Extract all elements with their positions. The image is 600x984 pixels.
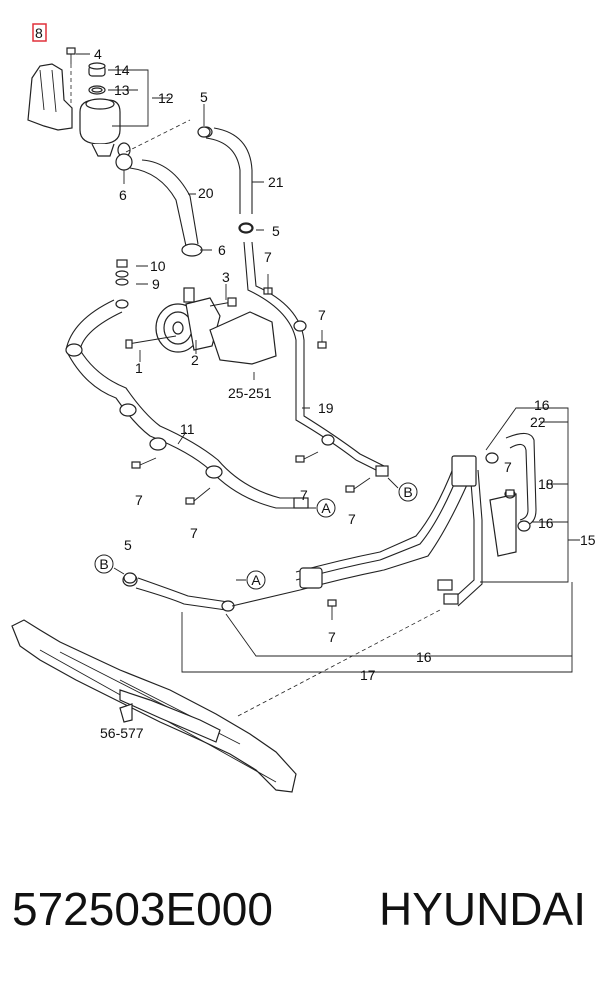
callout-7f: 7 — [348, 511, 356, 527]
caption: 572503E000 HYUNDAI — [0, 870, 600, 960]
callout-11: 11 — [180, 421, 195, 437]
return-line-19 — [243, 241, 389, 477]
callout-14: 14 — [114, 62, 130, 78]
callout-21: 21 — [268, 174, 284, 190]
svg-text:A: A — [251, 572, 261, 588]
cooler-tube-set-15 — [295, 455, 517, 607]
parts-diagram: A A B B 8 4 14 13 12 5 6 20 21 5 6 7 10 … — [11, 23, 596, 793]
callout-25-251: 25-251 — [228, 385, 272, 401]
callout-16c: 16 — [416, 649, 432, 665]
callout-1: 1 — [135, 360, 143, 376]
reservoir-tank — [79, 98, 131, 158]
callout-5a: 5 — [200, 89, 208, 105]
highlight-box — [32, 23, 47, 42]
callout-56-577: 56-577 — [100, 725, 144, 741]
callout-8: 8 — [35, 25, 43, 41]
cap-seal-ring — [88, 85, 106, 95]
bolts-7 — [131, 274, 515, 620]
part-number: 572503E000 — [12, 883, 273, 935]
callout-13: 13 — [114, 82, 130, 98]
callout-7e: 7 — [190, 525, 198, 541]
callout-7b: 7 — [318, 307, 326, 323]
callout-6a: 6 — [119, 187, 127, 203]
callout-6b: 6 — [218, 242, 226, 258]
callout-17: 17 — [360, 667, 376, 683]
callout-22: 22 — [530, 414, 546, 430]
reservoir-cap — [88, 62, 106, 77]
rack-return-hose — [122, 573, 301, 612]
callout-7a: 7 — [264, 249, 272, 265]
reservoir-bracket — [27, 63, 73, 131]
callout-3: 3 — [222, 269, 230, 285]
callout-10: 10 — [150, 258, 166, 274]
callout-9: 9 — [152, 276, 160, 292]
svg-text:B: B — [99, 556, 108, 572]
steering-gear-rack — [11, 619, 297, 793]
svg-text:A: A — [321, 500, 331, 516]
return-hose-21 — [199, 126, 254, 234]
bolts-left — [115, 259, 237, 349]
callout-20: 20 — [198, 185, 214, 201]
marker-A-2: A — [246, 570, 266, 590]
suction-hose-20 — [115, 153, 203, 257]
callout-19: 19 — [318, 400, 334, 416]
callout-16b: 16 — [538, 515, 554, 531]
callout-7g: 7 — [504, 459, 512, 475]
marker-A-1: A — [316, 498, 336, 518]
callout-2: 2 — [191, 352, 199, 368]
marker-B-1: B — [398, 482, 418, 502]
pump-bracket — [209, 311, 277, 365]
svg-text:B: B — [403, 484, 412, 500]
hose-18 — [485, 432, 537, 532]
callout-16a: 16 — [534, 397, 550, 413]
callout-7d: 7 — [300, 487, 308, 503]
callout-5b: 5 — [272, 223, 280, 239]
brand-name: HYUNDAI — [378, 883, 586, 935]
callout-12: 12 — [158, 90, 174, 106]
callout-7c: 7 — [135, 492, 143, 508]
callout-7h: 7 — [328, 629, 336, 645]
marker-B-2: B — [94, 554, 114, 574]
bolt-4 — [66, 47, 76, 64]
callout-4: 4 — [94, 46, 102, 62]
pressure-hose-11 — [65, 299, 309, 509]
callout-15: 15 — [580, 532, 596, 548]
power-steering-pump — [155, 287, 221, 353]
callout-5c: 5 — [124, 537, 132, 553]
callout-18: 18 — [538, 476, 554, 492]
